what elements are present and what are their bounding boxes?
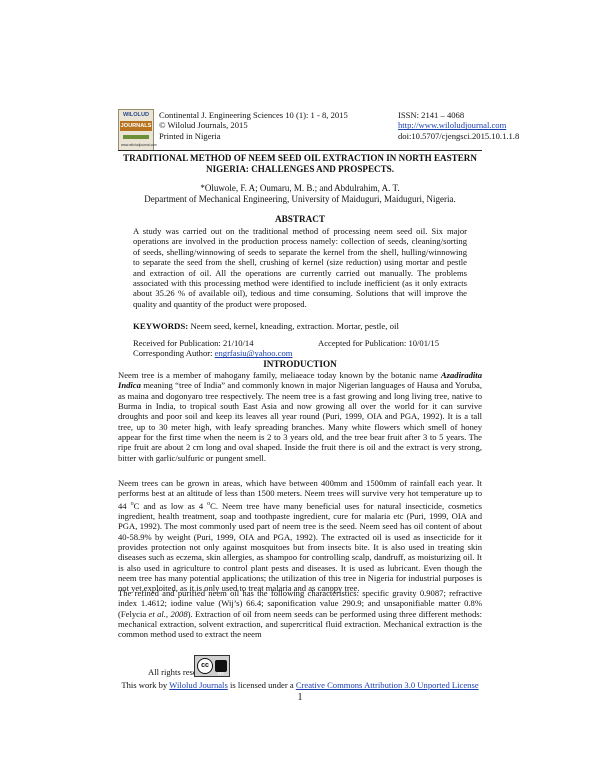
para3-text-a: The refined and purified neem oil has th…: [118, 588, 482, 619]
affiliation: Department of Mechanical Engineering, Un…: [144, 194, 456, 204]
received-block: Received for Publication: 21/10/14 Corre…: [133, 338, 293, 359]
journal-doi: doi:10.5707/cjengsci.2015.10.1.1.8: [398, 130, 520, 141]
para2-text-c: C. Neem tree have many beneficial uses f…: [118, 500, 482, 594]
abstract-text: A study was carried out on the tradition…: [133, 226, 467, 309]
logo-url: www.wiloludjournal.com: [121, 143, 157, 147]
body-paragraph-3: The refined and purified neem oil has th…: [118, 588, 482, 640]
page-number: 1: [297, 692, 303, 703]
paper-title: TRADITIONAL METHOD OF NEEM SEED OIL EXTR…: [118, 153, 482, 176]
cc-by-label: BY: [217, 671, 224, 676]
para3-text-b: ). Extraction of oil from neem seeds can…: [118, 608, 483, 640]
attribution-person-icon: [215, 660, 227, 672]
received-date: Received for Publication: 21/10/14: [133, 338, 254, 348]
para2-degree-1: o: [130, 500, 134, 507]
keywords-list: Neem seed, kernel, kneading, extraction.…: [190, 321, 399, 331]
license-text-b: is licensed under a: [227, 680, 296, 690]
journal-printed: Printed in Nigeria: [159, 130, 221, 141]
keywords-line: KEYWORDS: Neem seed, kernel, kneading, e…: [133, 321, 399, 331]
para2-degree-2: o: [207, 500, 211, 507]
abstract-heading: ABSTRACT: [274, 214, 326, 224]
paper-title-line2: NIGERIA: CHALLENGES AND PROSPECTS.: [206, 164, 394, 175]
wilolud-journals-link[interactable]: Wilolud Journals: [169, 680, 228, 690]
license-text-a: This work by: [121, 680, 170, 690]
journal-header-right: ISSN: 2141 – 4068 http://www.wiloludjour…: [398, 110, 519, 141]
para1-text-b: meaning “tree of India” and commonly kno…: [118, 380, 482, 463]
journal-logo: WILOLUD JOURNALS www.wiloludjournal.com: [118, 109, 157, 151]
license-line: This work by Wilolud Journals is license…: [118, 680, 482, 690]
journal-url-link[interactable]: http://www.wiloludjournal.com: [398, 120, 507, 131]
para2-text-a: Neem trees can be grown in areas, which …: [118, 478, 482, 511]
para1-botanical-name: Azadiradita Indica: [118, 370, 482, 391]
introduction-heading: INTRODUCTION: [263, 359, 337, 369]
creative-commons-link[interactable]: Creative Commons Attribution 3.0 Unporte…: [295, 680, 479, 690]
corresponding-label: Corresponding Author:: [133, 348, 213, 359]
cc-logo-icon: cc: [197, 658, 213, 674]
body-paragraph-2: Neem trees can be grown in areas, which …: [118, 478, 482, 594]
journal-header-left: Continental J. Engineering Sciences 10 (…: [159, 110, 348, 141]
body-paragraph-1: Neem tree is a member of mahogany family…: [118, 370, 482, 463]
para2-text-b: C and as low as 4: [133, 500, 208, 511]
paper-title-line1: TRADITIONAL METHOD OF NEEM SEED OIL EXTR…: [123, 153, 477, 163]
para3-citation: et al., 2008: [148, 608, 188, 619]
corresponding-email-link[interactable]: engrfasiu@yahoo.com: [214, 348, 293, 359]
journal-citation: Continental J. Engineering Sciences 10 (…: [159, 110, 348, 120]
para1-text-a: Neem tree is a member of mahogany family…: [118, 370, 441, 380]
author-block: *Oluwole, F. A; Oumaru, M. B.; and Abdul…: [118, 183, 482, 205]
keywords-label: KEYWORDS:: [133, 321, 189, 331]
journal-copyright: © Wilolud Journals, 2015: [159, 120, 248, 131]
rights-reserved: All rights reserved: [148, 667, 212, 677]
logo-stripe: [123, 135, 149, 139]
logo-text-top: WILOLUD: [122, 112, 150, 118]
logo-text-band: JOURNALS: [120, 121, 152, 131]
cc-license-badge[interactable]: cc BY: [194, 655, 230, 677]
author-list: *Oluwole, F. A; Oumaru, M. B.; and Abdul…: [200, 183, 400, 193]
accepted-date: Accepted for Publication: 10/01/15: [318, 338, 440, 348]
header-rule: [118, 150, 482, 151]
journal-issn: ISSN: 2141 – 4068: [398, 110, 465, 120]
